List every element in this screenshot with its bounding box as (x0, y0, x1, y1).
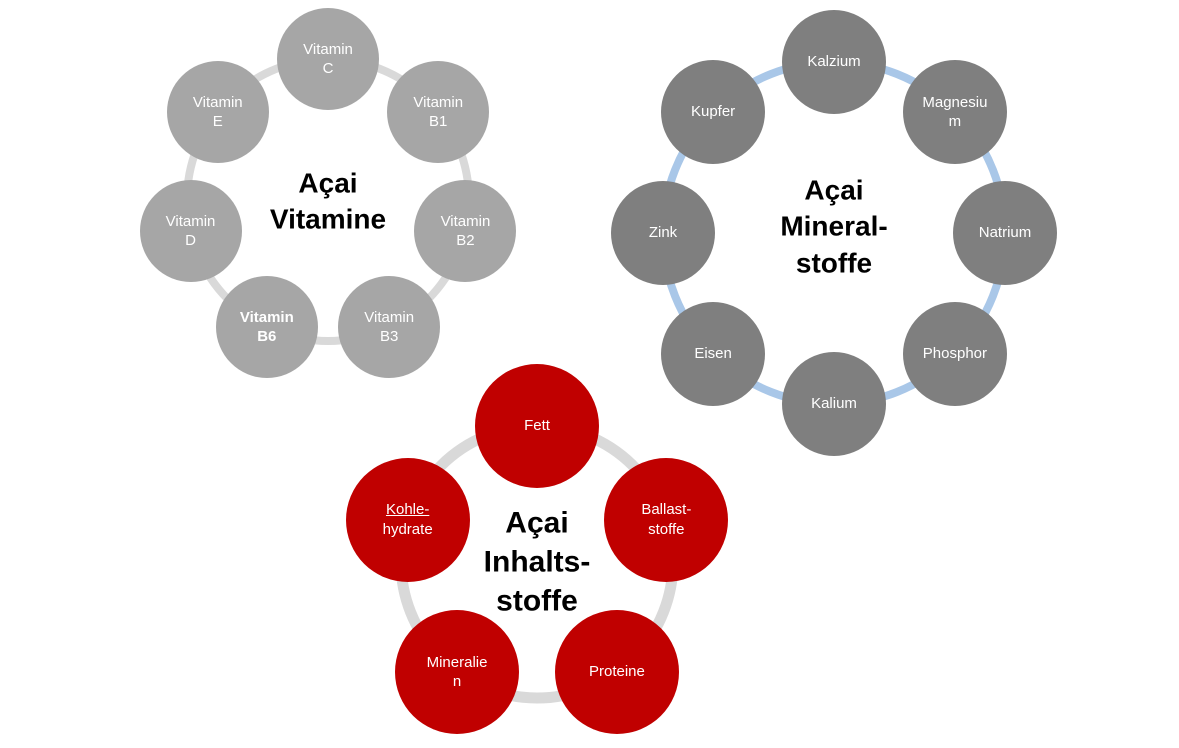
node-label-line: Vitamin (192, 93, 243, 111)
node-label-line: Vitamin (364, 308, 415, 326)
node-label-line: Kalium (811, 395, 857, 413)
node-label-line: Vitamin (165, 212, 216, 230)
node-label-line: B2 (456, 232, 475, 250)
inhaltsstoffe-title: Açai Inhalts- stoffe (483, 506, 591, 618)
node-label-line: Kalzium (807, 53, 861, 71)
mineralstoffe-node-kalium: Kalium (782, 352, 886, 456)
node-label-line: Vitamin (413, 93, 464, 111)
node-label-line: B6 (257, 328, 277, 346)
node-label-line: Zink (648, 224, 678, 242)
mineralstoffe-node-kalzium: Kalzium (782, 10, 886, 114)
mineralstoffe-node-zink: Zink (611, 181, 715, 285)
node-label-line: B3 (379, 328, 399, 346)
inhaltsstoffe-node-mineralien: Mineralie n (395, 610, 520, 735)
node-label-line: Ballast- (641, 501, 692, 519)
node-label-line: Magnesiu (922, 93, 988, 111)
node-label-line: Vitamin (440, 212, 491, 230)
node-label-line: Kupfer (690, 103, 736, 121)
inhaltsstoffe-node-ballast-stoffe: Ballast-stoffe (604, 457, 729, 582)
node-label-line: Mineralie (426, 653, 488, 671)
node-label-line: Vitamin (239, 308, 294, 326)
mineralstoffe-node-natrium: Natrium (953, 181, 1057, 285)
mineralstoffe-node-phosphor: Phosphor (902, 301, 1007, 406)
mineralstoffe-node-magnesium: Magnesiu m (902, 60, 1007, 165)
node-label-line: hydrate (382, 520, 433, 538)
inhaltsstoffe-node-fett: Fett (475, 364, 599, 488)
node-label-line: D (185, 232, 196, 250)
inhaltsstoffe-node-proteine: Proteine (554, 610, 679, 735)
node-label-line: n (452, 673, 462, 691)
node-label-line: Fett (524, 417, 550, 435)
node-label-line: E (212, 113, 223, 131)
mineralstoffe-node-kupfer: Kupfer (661, 60, 766, 165)
node-label-line: Eisen (694, 345, 732, 363)
node-label-line: B1 (429, 113, 448, 131)
node-label-line: Proteine (589, 663, 645, 681)
vitamine-title: Açai Vitamine (269, 167, 387, 235)
node-label-line: Vitamin (303, 40, 353, 58)
node-label-line: Kohle- (385, 501, 430, 519)
node-label-line: C (322, 60, 334, 77)
node-label-line: Phosphor (922, 345, 988, 363)
node-label-line: stoffe (648, 520, 685, 538)
inhaltsstoffe-node-kohle-hydrate: Kohle-hydrate (345, 457, 470, 582)
node-label-line: Natrium (978, 224, 1032, 242)
node-label-line: m (948, 113, 962, 131)
mineralstoffe-node-eisen: Eisen (661, 301, 766, 406)
mineralstoffe-title: Açai Mineral- stoffe (780, 174, 888, 279)
